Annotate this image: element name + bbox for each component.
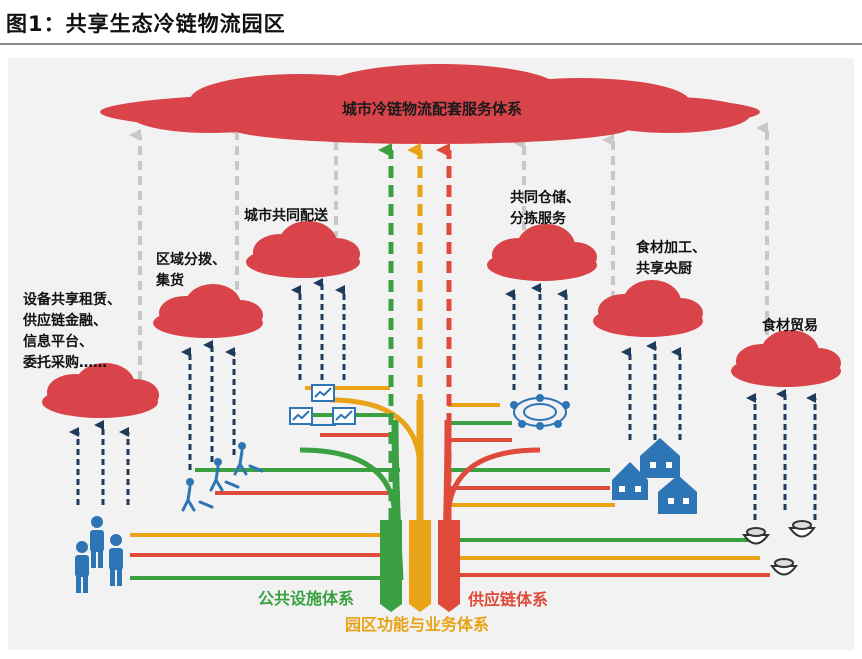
cloud-city: [246, 221, 360, 278]
label-regional: 区域分拨、 集货: [156, 252, 226, 289]
label-equipment: 设备共享租赁、 供应链金融、 信息平台、 委托采购……: [23, 292, 121, 371]
cloud-equipment: [42, 363, 159, 418]
system-arrows: [378, 143, 452, 520]
cloud-trade: [731, 330, 841, 387]
cloud-processing: [593, 280, 703, 337]
food-bowl-icon: [742, 520, 816, 576]
dark-arrows: [69, 278, 817, 520]
system-label-supply: 供应链体系: [468, 590, 549, 609]
houses-icon: [612, 438, 697, 514]
main-cloud: [100, 64, 760, 144]
cloud-regional: [153, 284, 263, 338]
computer-icon: [289, 384, 356, 426]
trunk-bases: [380, 520, 460, 612]
warehouse-icon: [510, 394, 570, 430]
label-trade: 食材贸易: [762, 318, 818, 334]
label-processing: 食材加工、 共享央厨: [636, 240, 706, 277]
system-label-public: 公共设施体系: [258, 589, 355, 608]
title-divider: [0, 43, 862, 45]
label-storage: 共同仓储、 分拣服务: [510, 190, 580, 227]
figure-title: 图1：共享生态冷链物流园区: [6, 12, 286, 36]
cloud-storage: [487, 224, 597, 281]
main-cloud-label: 城市冷链物流配套服务体系: [341, 100, 522, 118]
gray-arrows: [129, 122, 769, 380]
label-city: 城市共同配送: [244, 208, 328, 224]
worker-icon: [181, 442, 264, 512]
people-icon: [75, 516, 123, 593]
system-label-park: 园区功能与业务体系: [345, 615, 490, 634]
